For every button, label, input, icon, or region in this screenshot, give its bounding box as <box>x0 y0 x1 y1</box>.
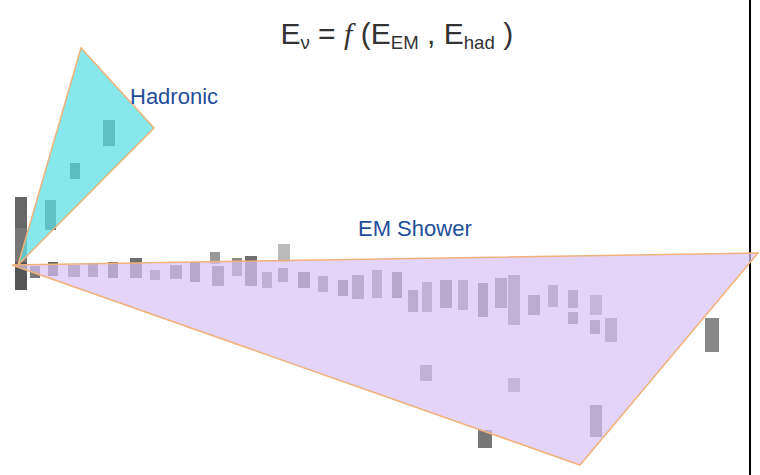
hadronic-shower-region: Hadronic <box>10 45 222 267</box>
region-triangle <box>12 253 758 465</box>
formula-part: E <box>280 17 300 50</box>
region-outline <box>10 45 222 267</box>
region-triangle <box>18 48 154 265</box>
formula-part: EM <box>391 32 419 53</box>
em-shower-region: EM Shower <box>10 208 760 470</box>
region-label: Hadronic <box>130 85 218 109</box>
formula-part: had <box>464 32 495 53</box>
region-outline <box>10 208 760 470</box>
hit-cell <box>15 197 27 228</box>
region-label: EM Shower <box>358 217 472 241</box>
frame-line <box>749 0 751 475</box>
hit-cell <box>705 318 719 352</box>
formula-part: = <box>318 17 336 50</box>
formula-part: , E <box>427 17 464 50</box>
energy-formula: Eν =f (EEM , Ehad) <box>272 14 513 55</box>
formula-part: ) <box>503 17 513 50</box>
hit-cell <box>278 244 290 262</box>
formula-part: (E <box>361 17 391 50</box>
formula-part: ν <box>300 32 309 53</box>
formula-part: f <box>344 17 352 50</box>
